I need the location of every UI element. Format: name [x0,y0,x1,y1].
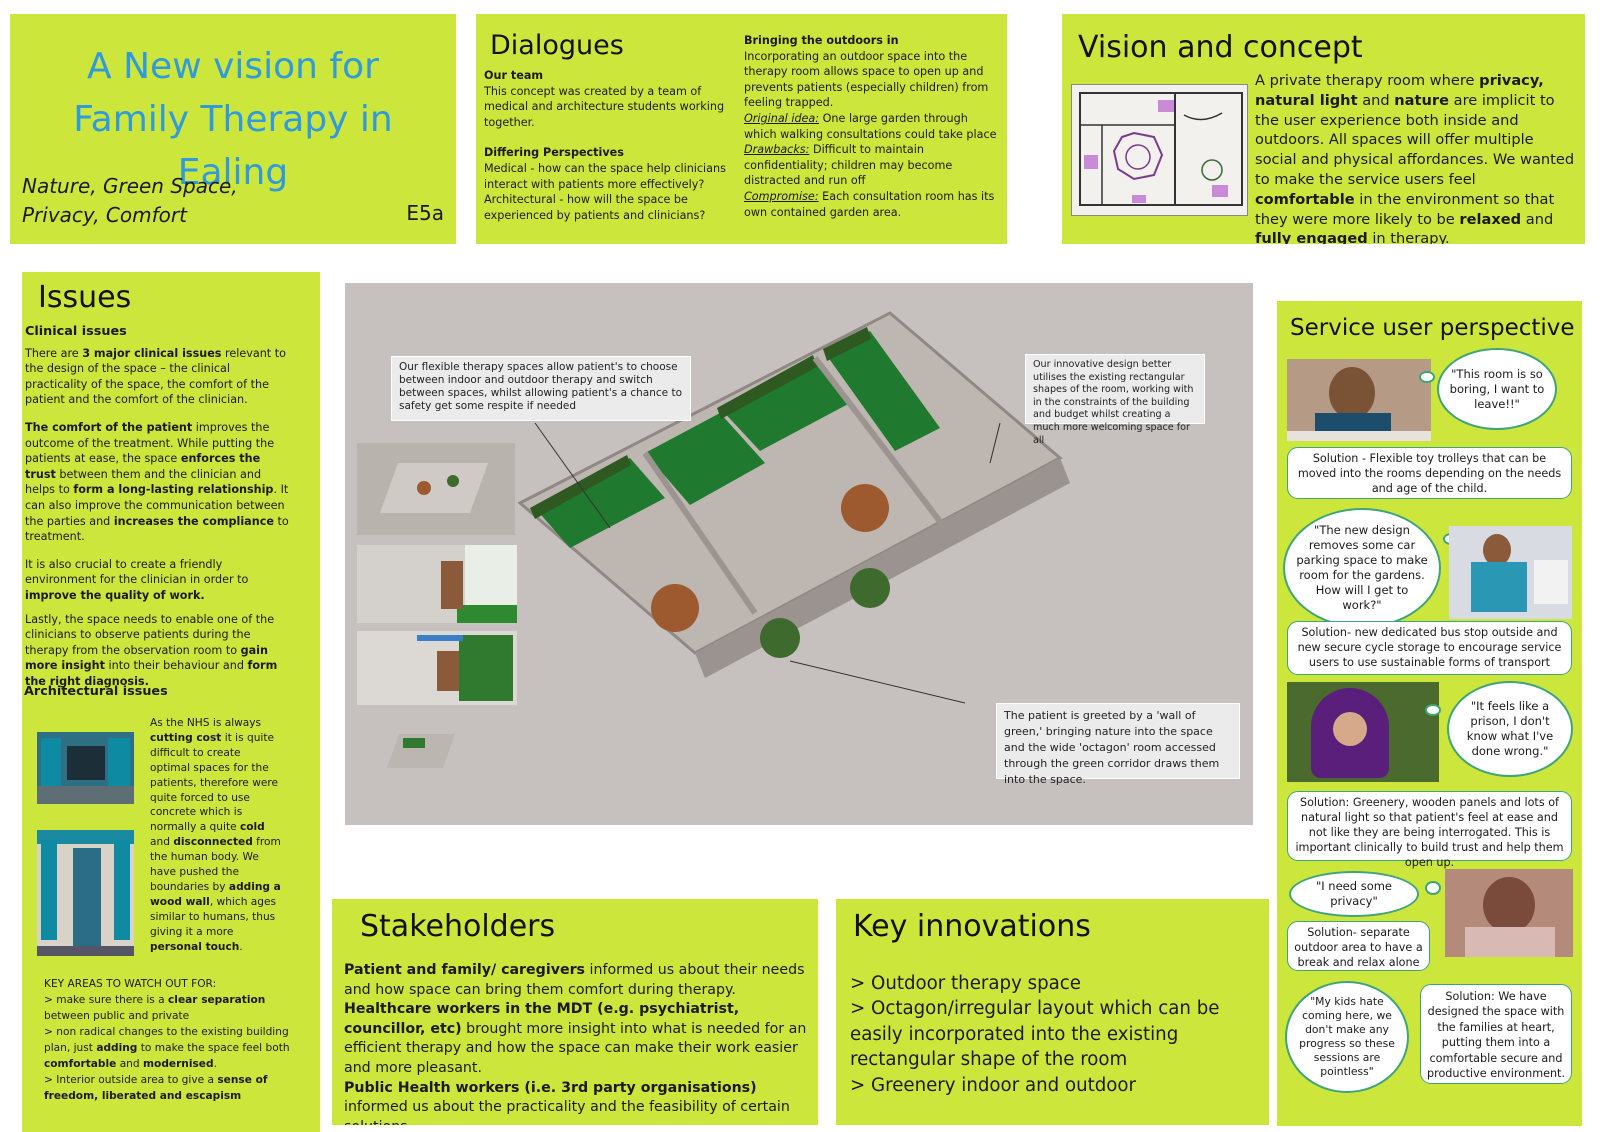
callout-innovative-design: Our innovative design better utilises th… [1025,354,1205,446]
architectural-issues-heading: Architectural issues [24,684,168,699]
outdoors-heading: Bringing the outdoors in [744,34,899,47]
title-line: Family Therapy in [73,99,393,140]
quote-bubble-1: "This room is so boring, I want to leave… [1437,348,1557,430]
render-thumbnail-4 [385,720,460,782]
architectural-issues-text: As the NHS is always cutting cost it is … [150,717,281,953]
perspectives-arch: Architectural - how will the space be ex… [484,193,706,222]
stakeholder-patients: Patient and family/ caregivers informed … [344,962,805,998]
clinical-issues-heading: Clinical issues [25,324,127,339]
clinical-paragraph-2: The comfort of the patient improves the … [25,420,289,544]
solution-box-4: Solution- separate outdoor area to have … [1287,921,1430,971]
key-innovations-panel: Key innovations > Outdoor therapy space … [836,899,1269,1125]
stakeholder-healthcare: Healthcare workers in the MDT (e.g. psyc… [344,1001,807,1076]
vision-heading: Vision and concept [1078,30,1363,65]
key-innovations-heading: Key innovations [853,909,1091,944]
dialogues-heading: Dialogues [490,30,624,61]
title-panel: A New vision for Family Therapy in Ealin… [10,14,456,244]
solution-box-2: Solution- new dedicated bus stop outside… [1287,621,1572,675]
therapy-room-photo-2 [37,830,134,956]
thought-dot [1425,881,1441,895]
title-line: A New vision for [87,46,379,87]
innovation-item: > Outdoor therapy space [850,973,1081,994]
innovation-item: > Octagon/irregular layout which can be … [850,998,1220,1071]
architectural-render: Our flexible therapy spaces allow patien… [345,283,1253,825]
thought-dot [1425,704,1441,716]
stakeholders-panel: Stakeholders Patient and family/ caregiv… [332,899,818,1125]
poster-code: E5a [406,201,444,225]
privacy-woman-photo [1445,869,1573,957]
dialogues-panel: Dialogues Our team This concept was crea… [476,14,1007,244]
compromise: Compromise: Each consultation room has i… [744,189,995,219]
callout-flexible-spaces: Our flexible therapy spaces allow patien… [391,356,691,421]
drawbacks: Drawbacks: Difficult to maintain confide… [744,143,953,188]
concept-sketch-image [1071,84,1248,216]
callout-wall-of-green: The patient is greeted by a 'wall of gre… [996,703,1240,786]
perspectives-heading: Differing Perspectives [484,146,624,160]
issues-panel: Issues Clinical issues There are 3 major… [22,272,320,1132]
title-line: Ealing [177,152,289,193]
bored-child-photo [1287,359,1431,441]
key-area-item: > Interior outside area to give a sense … [44,1074,268,1102]
therapy-room-photo-1 [37,732,134,804]
key-area-item: > make sure there is a clear separation … [44,994,266,1022]
solution-box-3: Solution: Greenery, wooden panels and lo… [1287,791,1572,869]
stakeholders-heading: Stakeholders [360,909,556,944]
issues-heading: Issues [38,280,132,315]
stakeholder-public-health: Public Health workers (i.e. 3rd party or… [344,1079,790,1125]
service-user-panel: Service user perspective "This room is s… [1277,301,1582,1126]
key-areas-list: KEY AREAS TO WATCH OUT FOR: > make sure … [44,976,294,1104]
our-team-text: This concept was created by a team of me… [484,84,725,129]
render-thumbnail-1 [357,443,515,535]
render-thumbnail-3 [357,631,517,705]
floorplan-render-illustration [517,311,1070,704]
thought-dot [1419,371,1435,383]
solution-box-5: Solution: We have designed the space wit… [1420,984,1572,1084]
vision-text: A private therapy room where privacy, na… [1255,72,1575,244]
vision-panel: Vision and concept A private therapy roo… [1062,14,1585,244]
clinical-issues-text: Clinical issues There are 3 major clinic… [25,324,293,689]
render-thumbnail-2 [357,545,517,623]
clinical-paragraph-4: Lastly, the space needs to enable one of… [25,612,278,688]
quote-bubble-4: "I need some privacy" [1289,871,1419,917]
solution-box-1: Solution - Flexible toy trolleys that ca… [1287,447,1572,499]
commuter-man-photo [1449,526,1572,619]
outdoors-text: Incorporating an outdoor space into the … [744,49,989,110]
dialogues-right-column: Bringing the outdoors in Incorporating a… [744,33,1000,220]
subtitle-line: Privacy, Comfort [22,203,187,227]
quote-bubble-3: "It feels like a prison, I don't know wh… [1447,681,1573,777]
key-area-item: > non radical changes to the existing bu… [44,1026,290,1070]
key-innovations-list: > Outdoor therapy space > Octagon/irregu… [850,971,1262,1098]
quote-bubble-5: "My kids hate coming here, we don't make… [1285,981,1409,1093]
innovation-item: > Greenery indoor and outdoor [850,1074,1137,1096]
original-idea: Original idea: One large garden through … [744,111,997,141]
key-areas-heading: KEY AREAS TO WATCH OUT FOR: [44,978,217,990]
perspectives-medical: Medical - how can the space help clinici… [484,161,726,191]
clinical-paragraph-3: It is also crucial to create a friendly … [25,557,249,602]
our-team-heading: Our team [484,69,544,82]
poster-title: A New vision for Family Therapy in Ealin… [10,40,456,199]
service-user-heading: Service user perspective [1290,315,1575,341]
poster-subtitle: Nature, Green Space, Privacy, Comfort [22,172,238,230]
dialogues-left-column: Our team This concept was created by a t… [484,68,736,223]
quote-bubble-2: "The new design removes some car parking… [1283,508,1441,628]
stakeholders-text: Patient and family/ caregivers informed … [344,961,810,1125]
clinical-paragraph-1: There are 3 major clinical issues releva… [25,346,286,407]
subtitle-line: Nature, Green Space, [22,174,238,198]
hooded-teen-photo [1287,682,1439,782]
